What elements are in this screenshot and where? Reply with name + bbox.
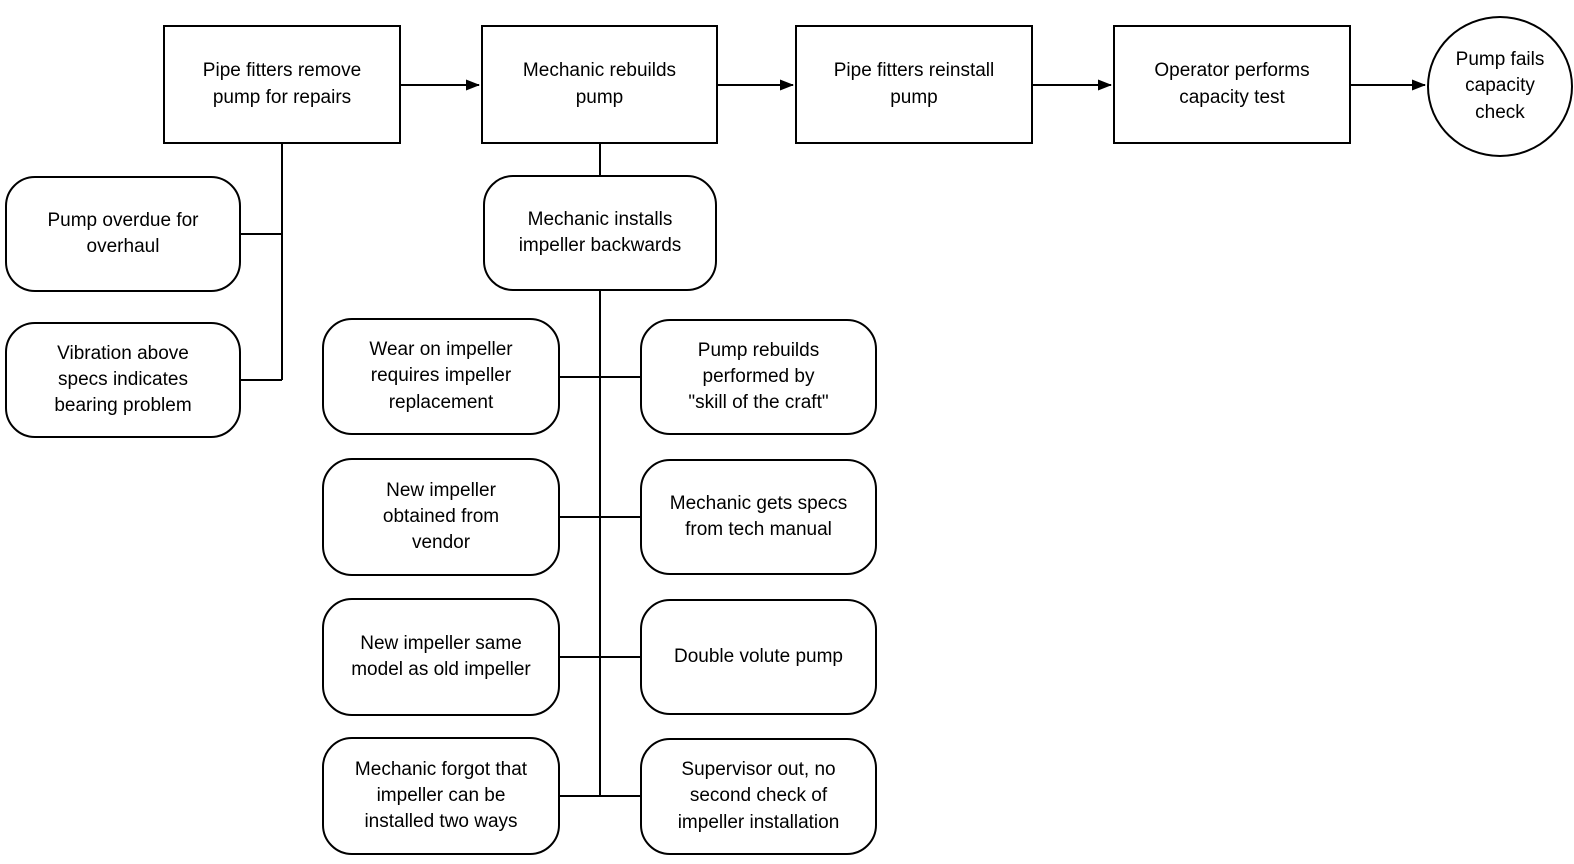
condition-box-forgot-two-ways: Mechanic forgot that impeller can be ins…: [322, 737, 560, 855]
condition-box-skill-of-craft: Pump rebuilds performed by "skill of the…: [640, 319, 877, 435]
event-box-rebuild-pump: Mechanic rebuilds pump: [481, 25, 718, 144]
cause-box-impeller-backwards: Mechanic installs impeller backwards: [483, 175, 717, 291]
condition-box-overdue-overhaul: Pump overdue for overhaul: [5, 176, 241, 292]
condition-box-specs-tech-manual: Mechanic gets specs from tech manual: [640, 459, 877, 575]
condition-box-vibration-bearing: Vibration above specs indicates bearing …: [5, 322, 241, 438]
condition-box-same-model-impeller: New impeller same model as old impeller: [322, 598, 560, 716]
event-box-remove-pump: Pipe fitters remove pump for repairs: [163, 25, 401, 144]
condition-box-impeller-from-vendor: New impeller obtained from vendor: [322, 458, 560, 576]
outcome-circle-pump-fails: Pump fails capacity check: [1427, 16, 1573, 157]
event-box-reinstall-pump: Pipe fitters reinstall pump: [795, 25, 1033, 144]
condition-box-supervisor-out: Supervisor out, no second check of impel…: [640, 738, 877, 855]
condition-box-wear-on-impeller: Wear on impeller requires impeller repla…: [322, 318, 560, 435]
condition-box-double-volute-pump: Double volute pump: [640, 599, 877, 715]
event-box-capacity-test: Operator performs capacity test: [1113, 25, 1351, 144]
